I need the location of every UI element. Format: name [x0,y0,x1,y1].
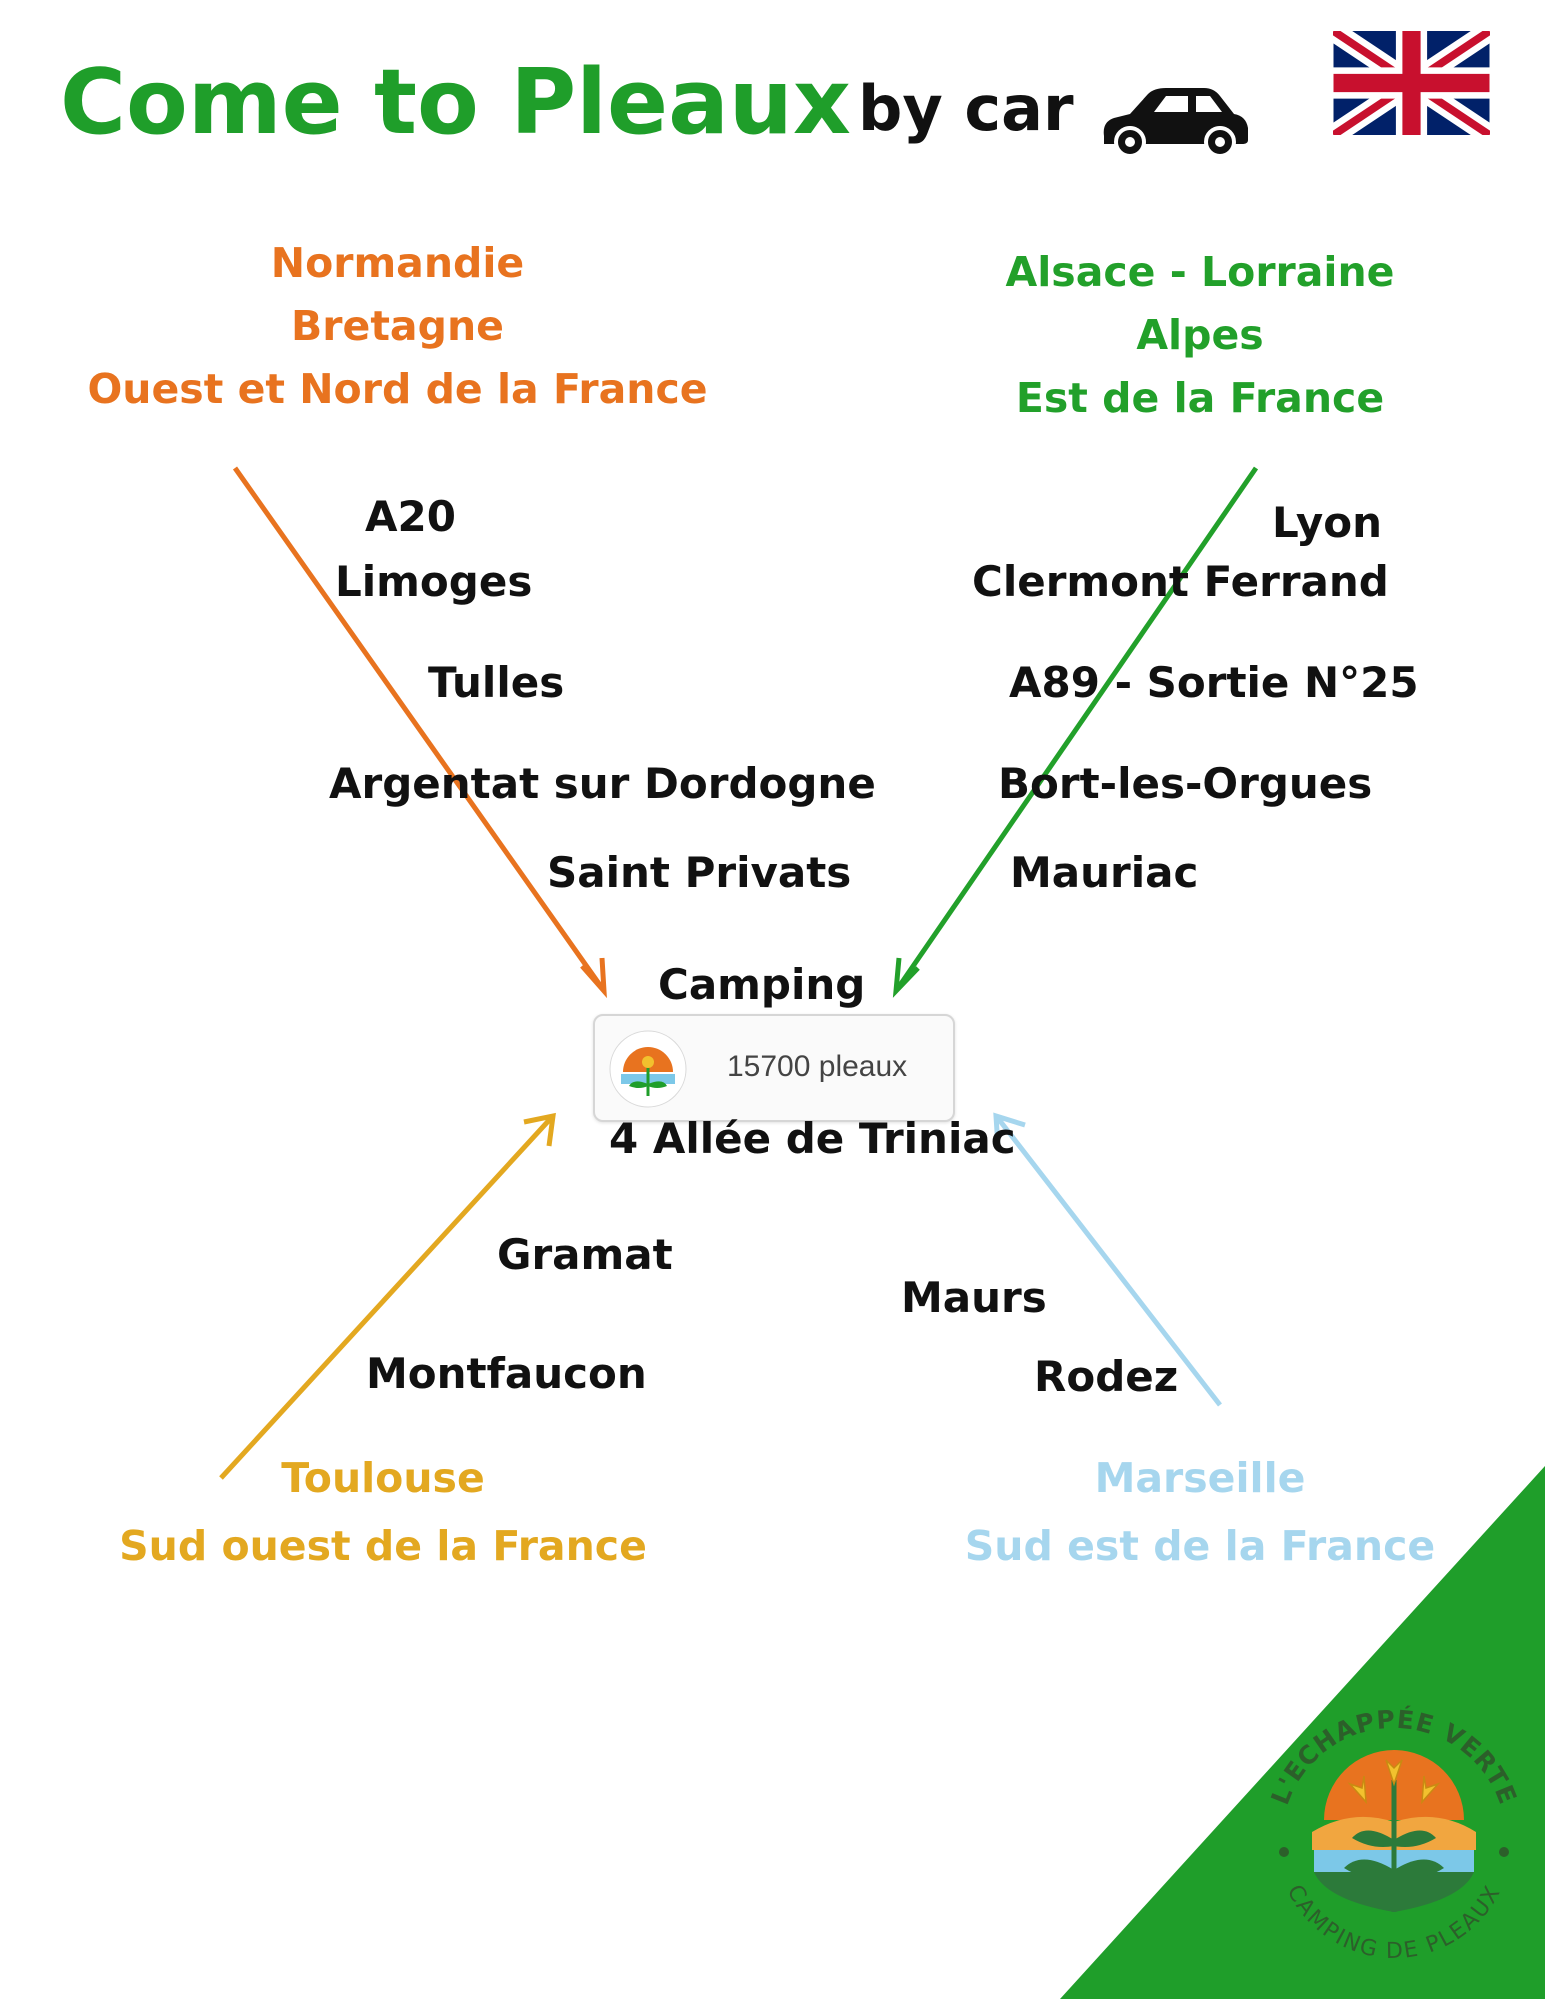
town-limoges: Limoges [335,557,533,606]
town-argentat: Argentat sur Dordogne [329,759,876,808]
region-line: Alpes [1136,311,1264,359]
town-montfaucon: Montfaucon [366,1349,647,1398]
region-line: Est de la France [1015,374,1385,422]
region-line: Normandie [270,239,525,287]
town-bort-les-orgues: Bort-les-Orgues [998,759,1373,808]
town-maurs: Maurs [901,1273,1047,1322]
region-southwest: Toulouse Sud ouest de la France [83,1444,683,1580]
camping-label: Camping [658,960,866,1009]
region-line: Bretagne [291,302,504,350]
town-a89: A89 - Sortie N°25 [1009,658,1419,707]
region-line: Sud ouest de la France [119,1522,647,1570]
by-car-label: by car [858,72,1074,145]
region-line: Marseille [1094,1454,1306,1502]
car-icon [1103,88,1248,158]
region-line: Alsace - Lorraine [1005,248,1395,296]
town-gramat: Gramat [497,1230,673,1279]
region-northwest: Normandie Bretagne Ouest et Nord de la F… [40,232,755,421]
arrow-southeast [993,1112,1222,1407]
page-title: Come to Pleaux [60,50,851,155]
arrow-northeast [892,466,1259,998]
uk-flag-icon[interactable] [1333,31,1490,135]
town-lyon: Lyon [1272,498,1383,547]
town-clermont-ferrand: Clermont Ferrand [972,557,1389,606]
region-line: Toulouse [281,1454,485,1502]
arrow-northwest [232,466,607,999]
town-tulles: Tulles [428,658,565,707]
region-southeast: Marseille Sud est de la France [900,1444,1500,1580]
camping-logo-icon [609,1030,687,1108]
town-rodez: Rodez [1034,1352,1179,1401]
region-northeast: Alsace - Lorraine Alpes Est de la France [900,241,1500,430]
region-line: Sud est de la France [964,1522,1436,1570]
campsite-logo: L'ECHAPPÉE VERTE CAMPING DE PLEAUX [1265,1705,1521,1964]
region-line: Ouest et Nord de la France [87,365,708,413]
address-label: 4 Allée de Triniac [609,1114,1016,1163]
address-card[interactable]: 15700 pleaux [593,1014,955,1122]
card-postal-text: 15700 pleaux [727,1050,908,1083]
town-mauriac: Mauriac [1010,848,1199,897]
town-saint-privats: Saint Privats [547,848,852,897]
town-a20: A20 [365,492,456,541]
arrow-southwest [219,1112,556,1480]
